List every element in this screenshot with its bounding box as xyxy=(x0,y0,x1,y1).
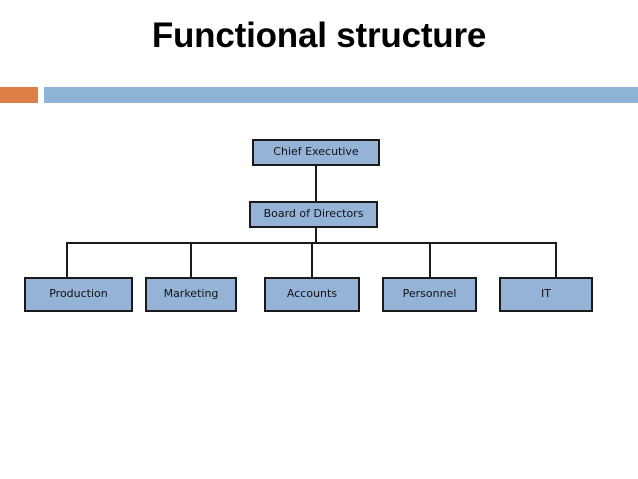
org-node-board-of-directors[interactable]: Board of Directors xyxy=(249,201,378,228)
connector-bus-to-accounts xyxy=(311,242,313,277)
org-node-chief-executive[interactable]: Chief Executive xyxy=(252,139,380,166)
org-node-marketing[interactable]: Marketing xyxy=(145,277,237,312)
accent-block-orange xyxy=(0,87,38,103)
org-node-production[interactable]: Production xyxy=(24,277,133,312)
title-accent-rule xyxy=(0,87,638,103)
org-node-it[interactable]: IT xyxy=(499,277,593,312)
org-node-accounts[interactable]: Accounts xyxy=(264,277,360,312)
connector-board-to-bus xyxy=(315,228,317,244)
connector-bus-to-marketing xyxy=(190,242,192,277)
connector-bus-to-it xyxy=(555,242,557,277)
page-title: Functional structure xyxy=(151,16,487,55)
accent-bar-blue xyxy=(44,87,638,103)
connector-bus-to-production xyxy=(66,242,68,277)
connector-bus-to-personnel xyxy=(429,242,431,277)
connector-chief-to-board xyxy=(315,165,317,201)
org-node-personnel[interactable]: Personnel xyxy=(382,277,477,312)
